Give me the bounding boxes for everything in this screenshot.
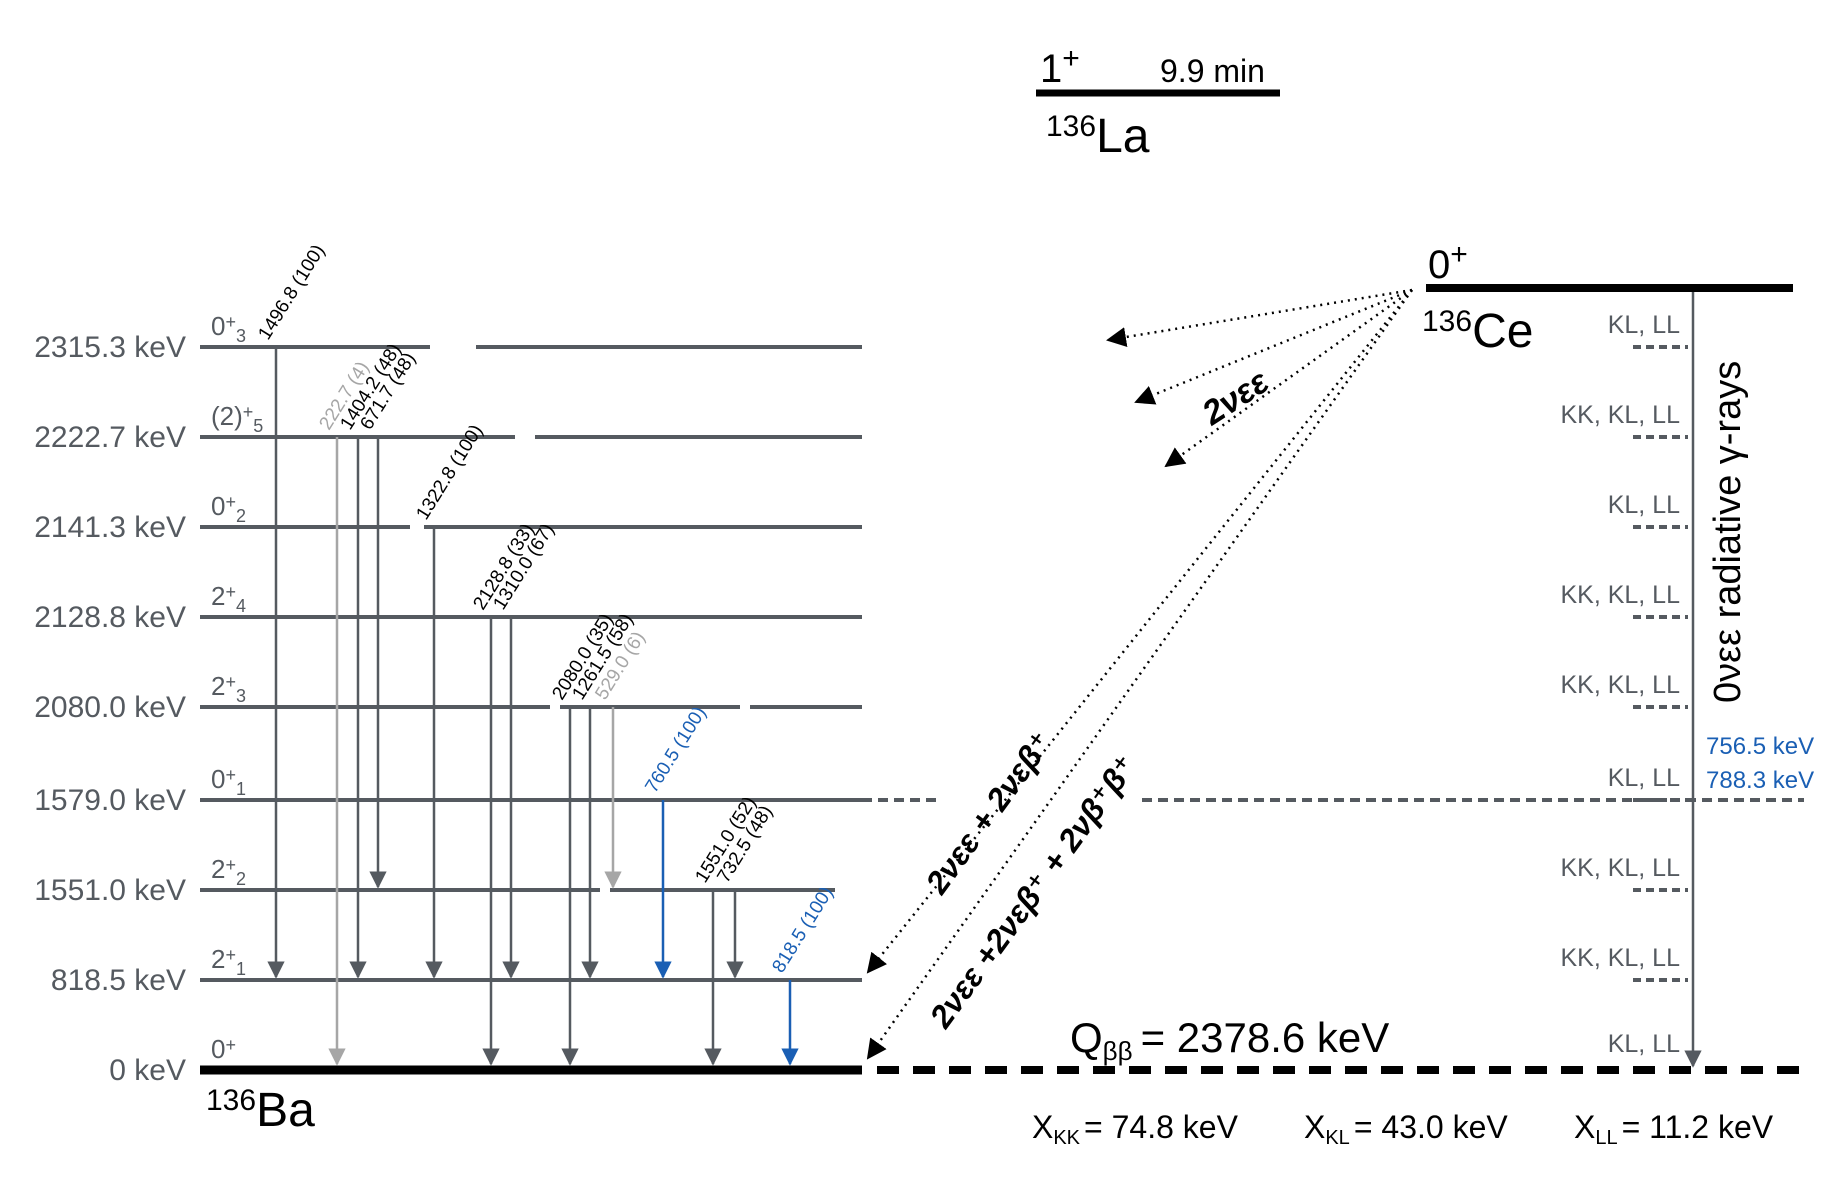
xray-energy-ll: XLL= 11.2 keV — [1574, 1109, 1774, 1149]
transition-label: 760.5 (100) — [641, 703, 710, 797]
level-energy-label: 2141.3 keV — [34, 511, 186, 544]
decay-arrow-2nuee-1 — [1106, 288, 1413, 347]
xray-shell-label: KL, LL — [1608, 764, 1680, 792]
level-energy-label: 818.5 keV — [51, 964, 186, 997]
level-spin-label: 2+1 — [211, 944, 246, 979]
xray-shell-label: KK, KL, LL — [1560, 944, 1680, 972]
decay-arrow-ec-beta-full — [866, 289, 1414, 1060]
ce-136-level: 0+ 136Ce — [1422, 238, 1793, 358]
level-spin-label: 0+2 — [211, 491, 246, 526]
xray-shell-label: KL, LL — [1608, 1030, 1680, 1058]
la-halflife-label: 9.9 min — [1160, 53, 1265, 89]
xray-shell-label: KL, LL — [1608, 491, 1680, 519]
decay-arrows: 2νεε 2νεε + 2νεβ⁺ 2νεε +2νεβ⁺ + 2νβ⁺β⁺ — [866, 288, 1414, 1060]
level-spin-label: 2+3 — [211, 671, 246, 706]
label-radiative: 0νεε radiative γ-rays — [1707, 361, 1749, 703]
level-spin-label: 2+2 — [211, 854, 246, 889]
xray-shell-label: KK, KL, LL — [1560, 671, 1680, 699]
levels-layer: 2315.3 keV 0+3 2222.7 keV (2)+5 2141.3 keV 0+… — [34, 311, 862, 1087]
ce-spin-label: 0+ — [1428, 238, 1468, 287]
level-energy-label: 2080.0 keV — [34, 691, 186, 724]
xray-energy-kk: XKK= 74.8 keV — [1032, 1109, 1239, 1149]
level-spin-label: 0+3 — [211, 311, 246, 346]
level-energy-label: 1579.0 keV — [34, 784, 186, 817]
la-spin-label: 1+ — [1040, 42, 1080, 91]
transition-label: 1496.8 (100) — [254, 241, 329, 344]
label-2nuee: 2νεε — [1195, 362, 1276, 433]
la-nuclide-label: 136La — [1046, 110, 1150, 163]
transitions-layer: 1496.8 (100)222.7 (4)1404.2 (48)671.7 (4… — [254, 241, 838, 1066]
level-spin-label: (2)+5 — [211, 401, 263, 436]
xray-energy-kl: XKL= 43.0 keV — [1304, 1109, 1508, 1149]
level-spin-label: 0+ — [211, 1034, 236, 1064]
xray-shell-label: KL, LL — [1608, 311, 1680, 339]
xray-shell-label: KK, KL, LL — [1560, 854, 1680, 882]
decay-arrow-2nuee-3 — [1164, 288, 1413, 468]
radiative-energy-2: 788.3 keV — [1706, 767, 1814, 794]
radiative-column: 0νεε radiative γ-rays 756.5 keV 788.3 ke… — [1684, 292, 1814, 1068]
la-136-level: 1+ 9.9 min 136La — [1036, 42, 1280, 163]
xray-shell-label: KK, KL, LL — [1560, 581, 1680, 609]
decay-arrow-2nuee-2 — [1134, 288, 1413, 405]
level-energy-label: 2222.7 keV — [34, 421, 186, 454]
label-ec-beta-full: 2νεε +2νεβ⁺ + 2νβ⁺β⁺ — [922, 748, 1144, 1035]
level-spin-label: 0+1 — [211, 764, 246, 799]
transition-label: 818.5 (100) — [768, 883, 837, 977]
level-energy-label: 2128.8 keV — [34, 601, 186, 634]
level-energy-label: 2315.3 keV — [34, 331, 186, 364]
radiative-energy-1: 756.5 keV — [1706, 733, 1814, 760]
xray-shell-label: KK, KL, LL — [1560, 401, 1680, 429]
ba-nuclide-label: 136Ba — [206, 1084, 315, 1137]
q-value-label: Qββ= 2378.6 keV — [1070, 1014, 1389, 1066]
level-energy-label: 1551.0 keV — [34, 874, 186, 907]
ce-nuclide-label: 136Ce — [1422, 305, 1533, 358]
level-spin-label: 2+4 — [211, 581, 246, 616]
level-energy-label: 0 keV — [109, 1054, 186, 1087]
